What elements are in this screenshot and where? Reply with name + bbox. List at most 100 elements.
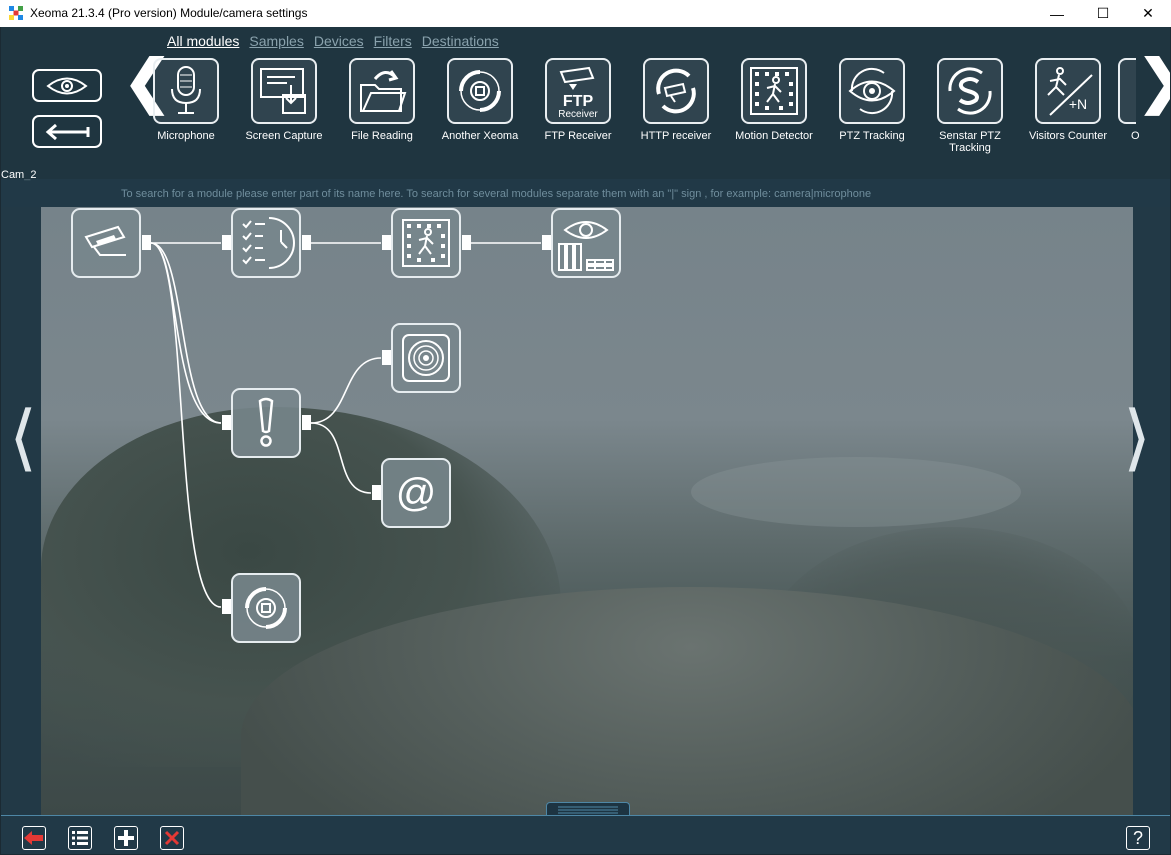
archive-input-port[interactable]	[542, 235, 551, 250]
another-xeoma-icon	[447, 58, 513, 124]
minimize-icon: —	[1050, 5, 1064, 22]
bottom-toolbar: ?	[1, 815, 1170, 854]
module-another-xeoma[interactable]: Another Xeoma	[432, 58, 528, 142]
module-http-receiver[interactable]: HTTP receiver	[628, 58, 724, 142]
preview-rock	[241, 587, 1133, 815]
http-receiver-icon	[643, 58, 709, 124]
tab-devices[interactable]: Devices	[313, 33, 364, 49]
module-search-bar[interactable]	[1, 179, 1170, 207]
search-hint: To search for a module please enter part…	[121, 188, 872, 200]
module-truncated[interactable]: O	[1118, 58, 1140, 142]
window-title: Xeoma 21.3.4 (Pro version) Module/camera…	[30, 6, 308, 20]
microphone-icon	[153, 58, 219, 124]
camera-preview	[41, 207, 1133, 815]
modules-scroll-right-icon[interactable]: ❯	[1137, 47, 1170, 115]
problems-detector-node[interactable]	[231, 388, 301, 458]
another-xeoma-node[interactable]	[231, 573, 301, 643]
module-screen-capture[interactable]: Screen Capture	[236, 58, 332, 142]
module-ptz-tracking[interactable]: PTZ Tracking	[824, 58, 920, 142]
scheduler-output-port[interactable]	[302, 235, 311, 250]
sound-alarm-input-port[interactable]	[382, 350, 391, 365]
previous-camera-icon[interactable]: ⟨	[9, 398, 38, 478]
module-label: File Reading	[351, 130, 413, 142]
return-button[interactable]	[32, 115, 102, 148]
delete-button[interactable]	[160, 826, 184, 850]
plus-icon	[118, 830, 134, 846]
next-camera-icon[interactable]: ⟩	[1123, 398, 1152, 478]
speaker-icon	[402, 334, 450, 382]
another-xeoma-icon	[245, 587, 287, 629]
maximize-icon: ☐	[1096, 5, 1110, 21]
module-tabs: All modules Samples Devices Filters Dest…	[167, 33, 499, 49]
motion-detector-output-port[interactable]	[462, 235, 471, 250]
motion-detector-input-port[interactable]	[382, 235, 391, 250]
close-icon: ✕	[1142, 5, 1154, 21]
eye-icon	[46, 77, 88, 94]
camera-node[interactable]	[71, 208, 141, 278]
xeoma-logo-icon	[9, 6, 23, 20]
module-toolbar: All modules Samples Devices Filters Dest…	[1, 27, 1170, 207]
scheduler-input-port[interactable]	[222, 235, 231, 250]
truncated-module-icon	[1118, 58, 1136, 124]
another-xeoma-input-port[interactable]	[222, 599, 231, 614]
scheduler-node[interactable]	[231, 208, 301, 278]
tab-destinations[interactable]: Destinations	[421, 33, 499, 49]
app-area: All modules Samples Devices Filters Dest…	[1, 27, 1170, 854]
email-node[interactable]: @	[381, 458, 451, 528]
module-connections	[150, 242, 541, 608]
module-label: PTZ Tracking	[839, 130, 905, 142]
module-label: Microphone	[157, 130, 215, 142]
exclamation-icon	[258, 397, 274, 447]
red-x-icon	[164, 830, 180, 846]
module-label: HTTP receiver	[640, 130, 712, 142]
grip-lines-icon	[558, 806, 618, 814]
maximize-button[interactable]: ☐	[1080, 0, 1126, 27]
module-visitors-counter[interactable]: +N Visitors Counter	[1020, 58, 1116, 142]
preview-button[interactable]	[32, 69, 102, 102]
module-label: Screen Capture	[245, 130, 323, 142]
module-file-reading[interactable]: File Reading	[334, 58, 430, 142]
tab-samples[interactable]: Samples	[249, 33, 304, 49]
preview-water	[691, 457, 1021, 527]
motion-detector-icon	[741, 58, 807, 124]
tab-filters[interactable]: Filters	[373, 33, 412, 49]
panel-resize-handle[interactable]	[546, 802, 630, 817]
module-senstar-ptz-tracking[interactable]: Senstar PTZ Tracking	[922, 58, 1018, 154]
receiver-icon-text: Receiver	[558, 109, 598, 120]
camera-output-port[interactable]	[142, 235, 151, 250]
preview-archive-icon	[558, 221, 614, 271]
module-label: O	[1131, 130, 1140, 142]
sound-alarm-node[interactable]	[391, 323, 461, 393]
list-icon	[72, 831, 88, 845]
camera-icon	[84, 225, 126, 256]
add-button[interactable]	[114, 826, 138, 850]
close-button[interactable]: ✕	[1125, 0, 1171, 27]
scheduler-icon	[242, 217, 295, 269]
help-button[interactable]: ?	[1126, 826, 1150, 850]
module-label: Another Xeoma	[441, 130, 519, 142]
ftp-icon-text: FTP	[563, 93, 594, 110]
module-microphone[interactable]: Microphone	[138, 58, 234, 142]
return-arrow-icon	[45, 123, 90, 140]
at-icon: @	[395, 470, 437, 515]
motion-detector-icon	[402, 219, 450, 267]
tab-all-modules[interactable]: All modules	[167, 33, 240, 49]
motion-detector-node[interactable]	[391, 208, 461, 278]
module-motion-detector[interactable]: Motion Detector	[726, 58, 822, 142]
minimize-button[interactable]: —	[1034, 0, 1080, 27]
back-button[interactable]	[22, 826, 46, 850]
senstar-ptz-tracking-icon	[937, 58, 1003, 124]
ptz-tracking-icon	[839, 58, 905, 124]
list-button[interactable]	[68, 826, 92, 850]
problems-detector-output-port[interactable]	[302, 415, 311, 430]
title-bar: Xeoma 21.3.4 (Pro version) Module/camera…	[0, 0, 1171, 27]
module-label: Senstar PTZ Tracking	[939, 130, 1001, 154]
module-label: Visitors Counter	[1028, 130, 1108, 142]
preview-archive-node[interactable]	[551, 208, 621, 278]
screen-capture-icon	[251, 58, 317, 124]
camera-name-label: Cam_2	[1, 169, 37, 181]
problems-detector-input-port[interactable]	[222, 415, 231, 430]
email-input-port[interactable]	[372, 485, 381, 500]
